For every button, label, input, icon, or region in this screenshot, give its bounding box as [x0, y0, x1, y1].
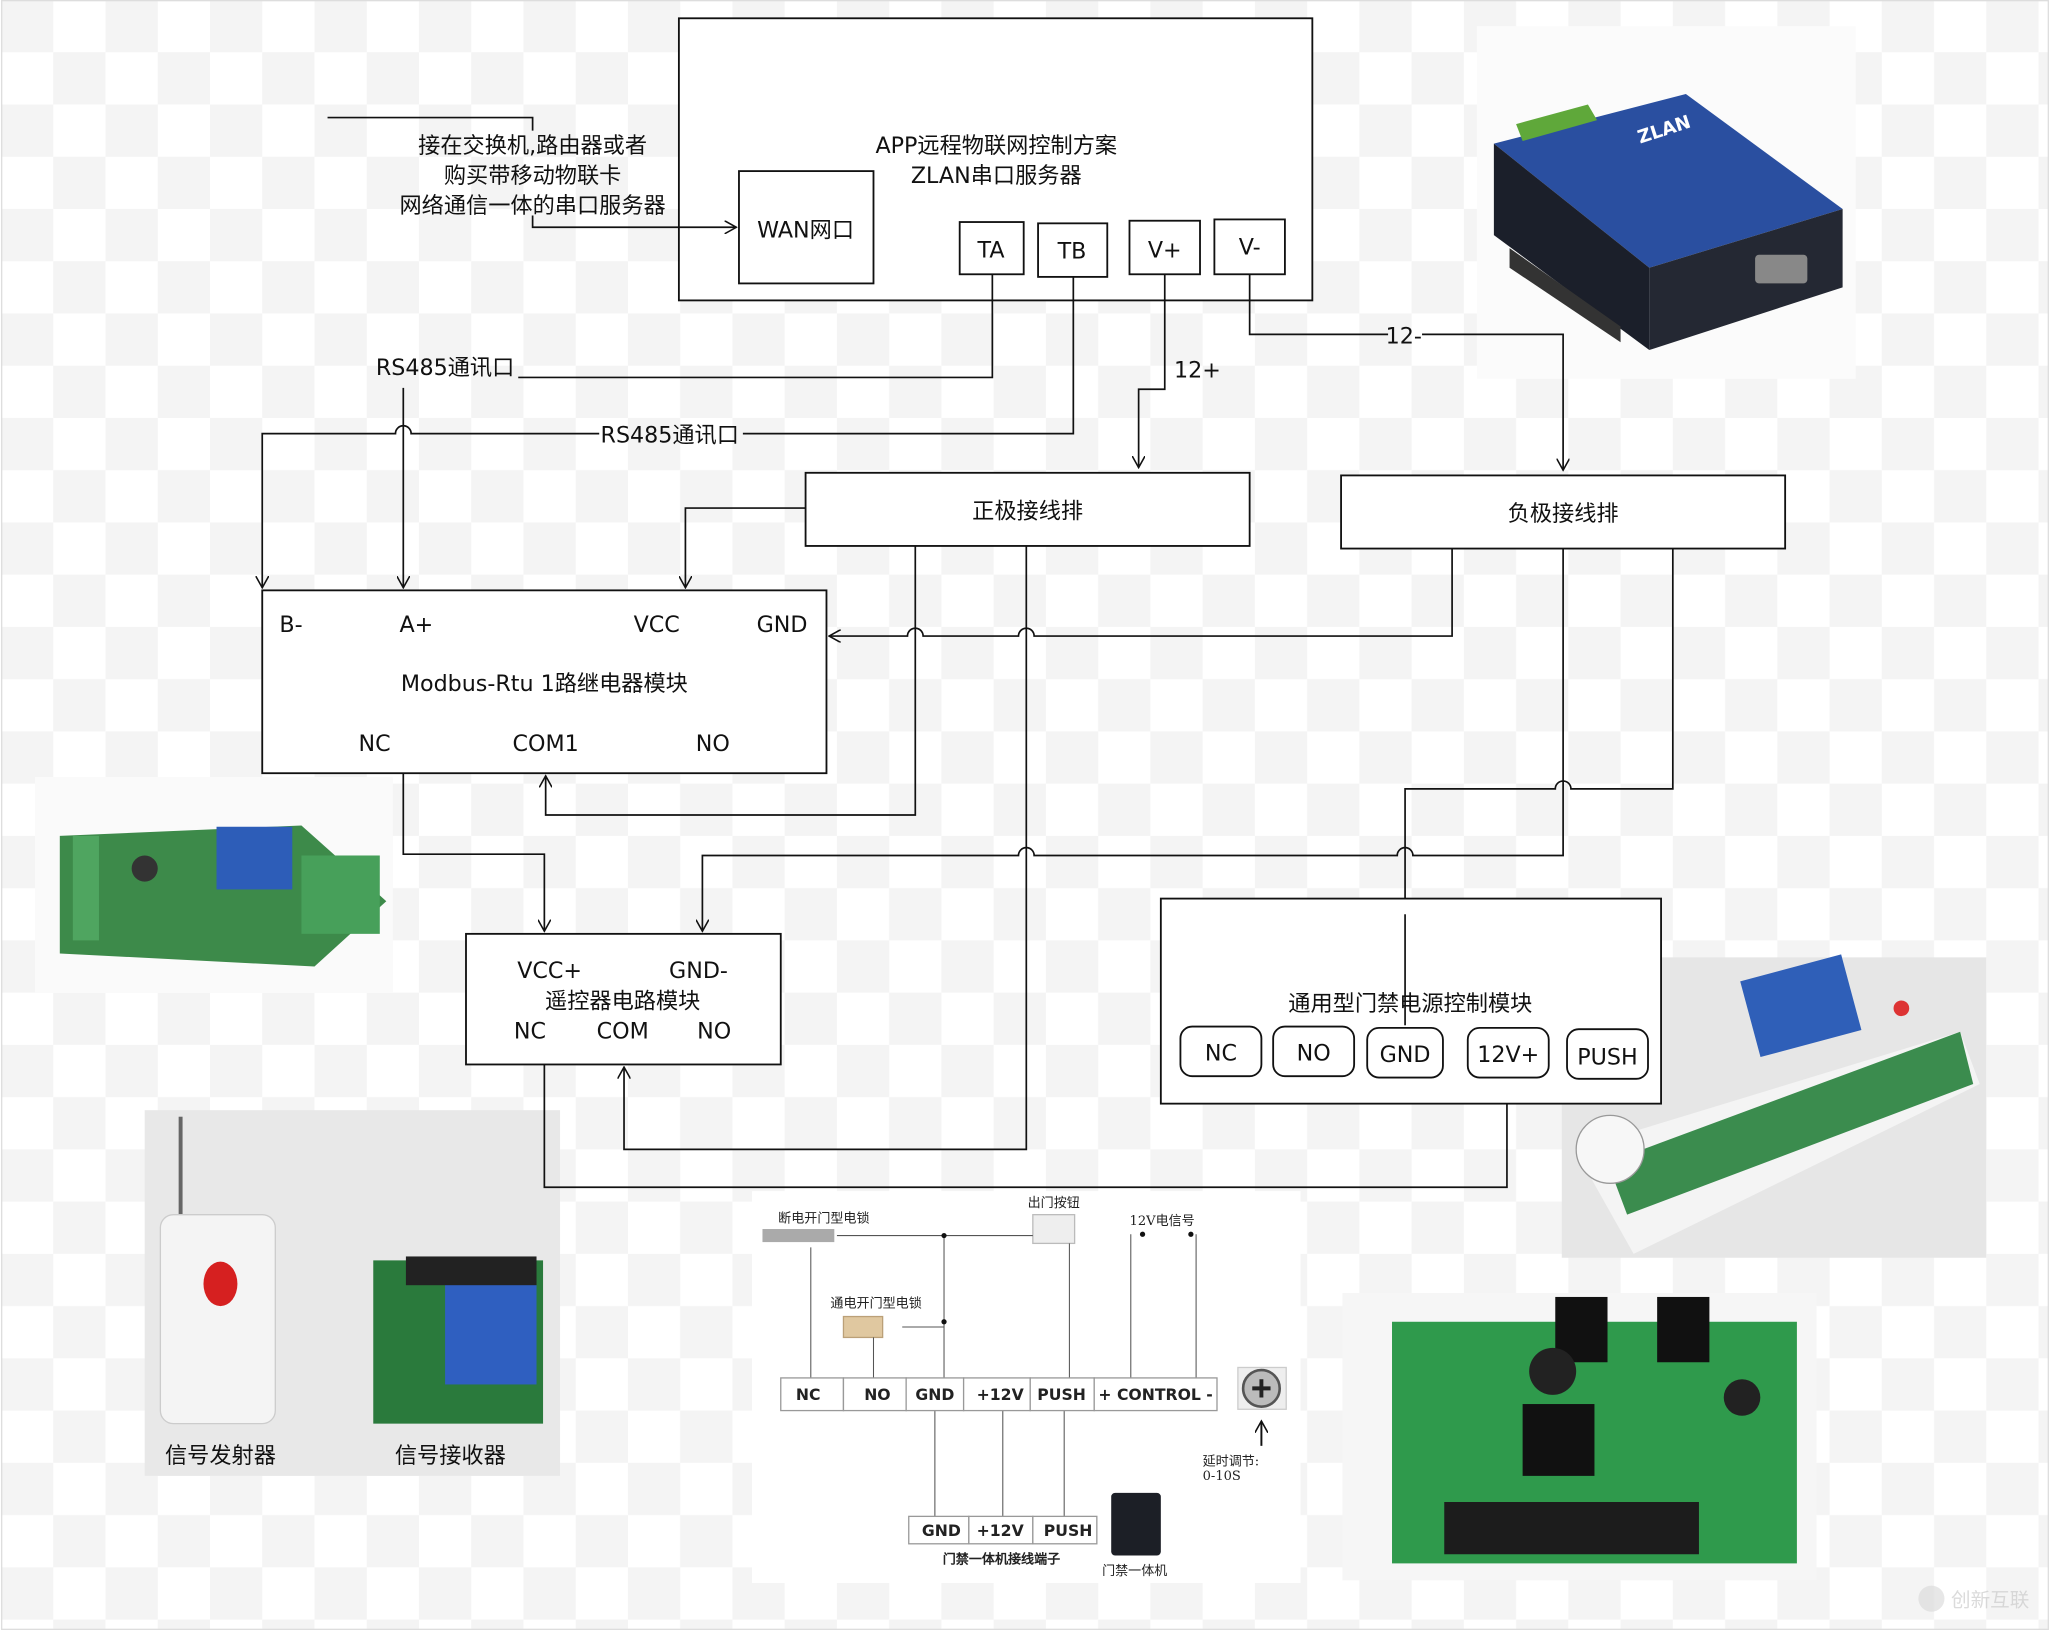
terminal-label: PUSH	[1037, 1385, 1086, 1404]
port-tb[interactable]: TB	[1037, 222, 1109, 278]
pin-label: NO	[697, 1018, 731, 1044]
wan-label: WAN网口	[757, 218, 854, 244]
network-line-top	[327, 116, 534, 131]
terminal-label: NO	[864, 1385, 890, 1404]
watermark-logo: 创新互联	[1918, 1585, 2029, 1612]
pin-label: A+	[399, 612, 433, 638]
note-line: 购买带移动物联卡	[444, 163, 622, 189]
pin-label: COM1	[513, 731, 579, 757]
plus12-label: 12+	[1174, 357, 1221, 383]
pcb-photo	[1342, 1293, 1817, 1581]
wire-nc-vcc	[402, 773, 544, 931]
positive-bus[interactable]: 正极接线排	[804, 471, 1251, 547]
pin-label: GND-	[669, 958, 728, 984]
remote-control-module[interactable]: VCC+ GND- 遥控器电路模块 NC COM NO	[465, 932, 782, 1066]
pin-label: NC	[514, 1018, 546, 1044]
pin-push[interactable]: PUSH	[1566, 1028, 1649, 1080]
pin-label: VCC	[634, 612, 680, 638]
reader-terminal-caption: 门禁一体机接线端子	[943, 1551, 1060, 1567]
reader-terminal-row: GND +12V PUSH	[908, 1515, 1098, 1545]
pin-label: NC	[1205, 1041, 1237, 1067]
wire-ta	[518, 274, 994, 379]
watermark-text: 创新互联	[1951, 1588, 2029, 1611]
lock-nc-label: 断电开门型电锁	[778, 1210, 869, 1226]
delay-label: 延时调节:	[1203, 1454, 1260, 1469]
server-title: APP远程物联网控制方案	[875, 133, 1117, 159]
terminal-label: PUSH	[1044, 1521, 1093, 1540]
zlan-device-photo: ZLAN	[1476, 26, 1856, 379]
positive-bus-label: 正极接线排	[972, 499, 1083, 525]
rs485-label: RS485通讯口	[601, 423, 739, 449]
port-vplus[interactable]: V+	[1128, 219, 1201, 276]
pin-12v[interactable]: 12V+	[1466, 1026, 1550, 1079]
port-label: TB	[1057, 239, 1087, 265]
wire-tb	[742, 276, 1075, 435]
remote-kit-photo: 信号发射器 信号接收器	[144, 1110, 561, 1476]
wire-12v	[543, 1064, 1507, 1189]
terminal-label: GND	[922, 1521, 961, 1540]
terminal-row: NC NO GND +12V PUSH + CONTROL -	[780, 1377, 1218, 1412]
pin-label: NO	[696, 731, 730, 757]
wire-gnd	[829, 548, 1453, 637]
relay-board-photo	[34, 777, 393, 993]
port-label: TA	[977, 237, 1005, 263]
signal-12v-label: 12V电信号	[1130, 1214, 1195, 1229]
port-label: V-	[1239, 235, 1261, 261]
delay-range: 0-10S	[1203, 1469, 1241, 1484]
wire-b-minus	[262, 425, 600, 588]
pin-label: COM	[597, 1018, 649, 1044]
delay-knob-icon	[1237, 1366, 1287, 1410]
port-ta[interactable]: TA	[958, 221, 1025, 276]
pin-gnd[interactable]: GND	[1366, 1026, 1444, 1079]
server-subtitle: ZLAN串口服务器	[911, 163, 1082, 189]
door-module-title: 通用型门禁电源控制模块	[1288, 991, 1532, 1017]
pin-label: 12V+	[1477, 1042, 1539, 1068]
pin-label: NO	[1297, 1041, 1331, 1067]
port-label: V+	[1148, 237, 1182, 263]
wire-vminus-bus	[1422, 333, 1563, 470]
pin-label: PUSH	[1577, 1044, 1637, 1070]
serial-server-box[interactable]: APP远程物联网控制方案 ZLAN串口服务器 WAN网口 TA TB V+ V-	[677, 17, 1314, 302]
pin-nc[interactable]: NC	[1179, 1025, 1263, 1078]
negative-bus[interactable]: 负极接线排	[1340, 474, 1787, 550]
network-arrow	[531, 215, 737, 228]
receiver-label: 信号接收器	[395, 1443, 506, 1469]
wire-remote-gnd	[702, 548, 1564, 932]
wire-com1	[546, 545, 917, 816]
minus12-label: 12-	[1386, 324, 1422, 350]
pin-label: B-	[279, 612, 302, 638]
door-power-module[interactable]: 通用型门禁电源控制模块 NC NO GND 12V+ PUSH	[1159, 897, 1662, 1105]
modbus-relay-module[interactable]: B- A+ VCC GND Modbus-Rtu 1路继电器模块 NC COM1…	[261, 589, 828, 775]
terminal-label: +12V	[977, 1521, 1025, 1540]
port-vminus[interactable]: V-	[1213, 218, 1286, 276]
terminal-label: NC	[796, 1385, 821, 1404]
wiring-reference: 断电开门型电锁 出门按钮 12V电信号 通电开门型电锁 NC NO GND +1…	[752, 1191, 1301, 1583]
transmitter-label: 信号发射器	[165, 1443, 276, 1469]
wan-port[interactable]: WAN网口	[738, 170, 875, 285]
rs485-label: RS485通讯口	[376, 355, 514, 381]
exit-button-label: 出门按钮	[1028, 1196, 1080, 1211]
pin-label: GND	[757, 612, 808, 638]
access-reader-icon	[1111, 1492, 1161, 1556]
pin-label: NC	[359, 731, 391, 757]
wire-vcc	[685, 507, 806, 588]
negative-bus-label: 负极接线排	[1508, 501, 1619, 527]
terminal-label: GND	[915, 1385, 954, 1404]
wire-vminus	[1248, 274, 1389, 336]
note-line: 网络通信一体的串口服务器	[399, 193, 665, 219]
pin-no[interactable]: NO	[1272, 1025, 1356, 1078]
reader-caption: 门禁一体机	[1102, 1564, 1167, 1579]
wire-vplus	[1139, 274, 1166, 467]
terminal-label: +12V	[977, 1385, 1025, 1404]
modbus-title: Modbus-Rtu 1路继电器模块	[401, 671, 688, 697]
note-line: 接在交换机,路由器或者	[418, 133, 647, 159]
pin-label: GND	[1380, 1042, 1431, 1068]
terminal-label: + CONTROL -	[1098, 1385, 1212, 1404]
pin-label: VCC+	[517, 958, 582, 984]
lock-no-label: 通电开门型电锁	[830, 1295, 921, 1311]
remote-title: 遥控器电路模块	[545, 988, 700, 1014]
